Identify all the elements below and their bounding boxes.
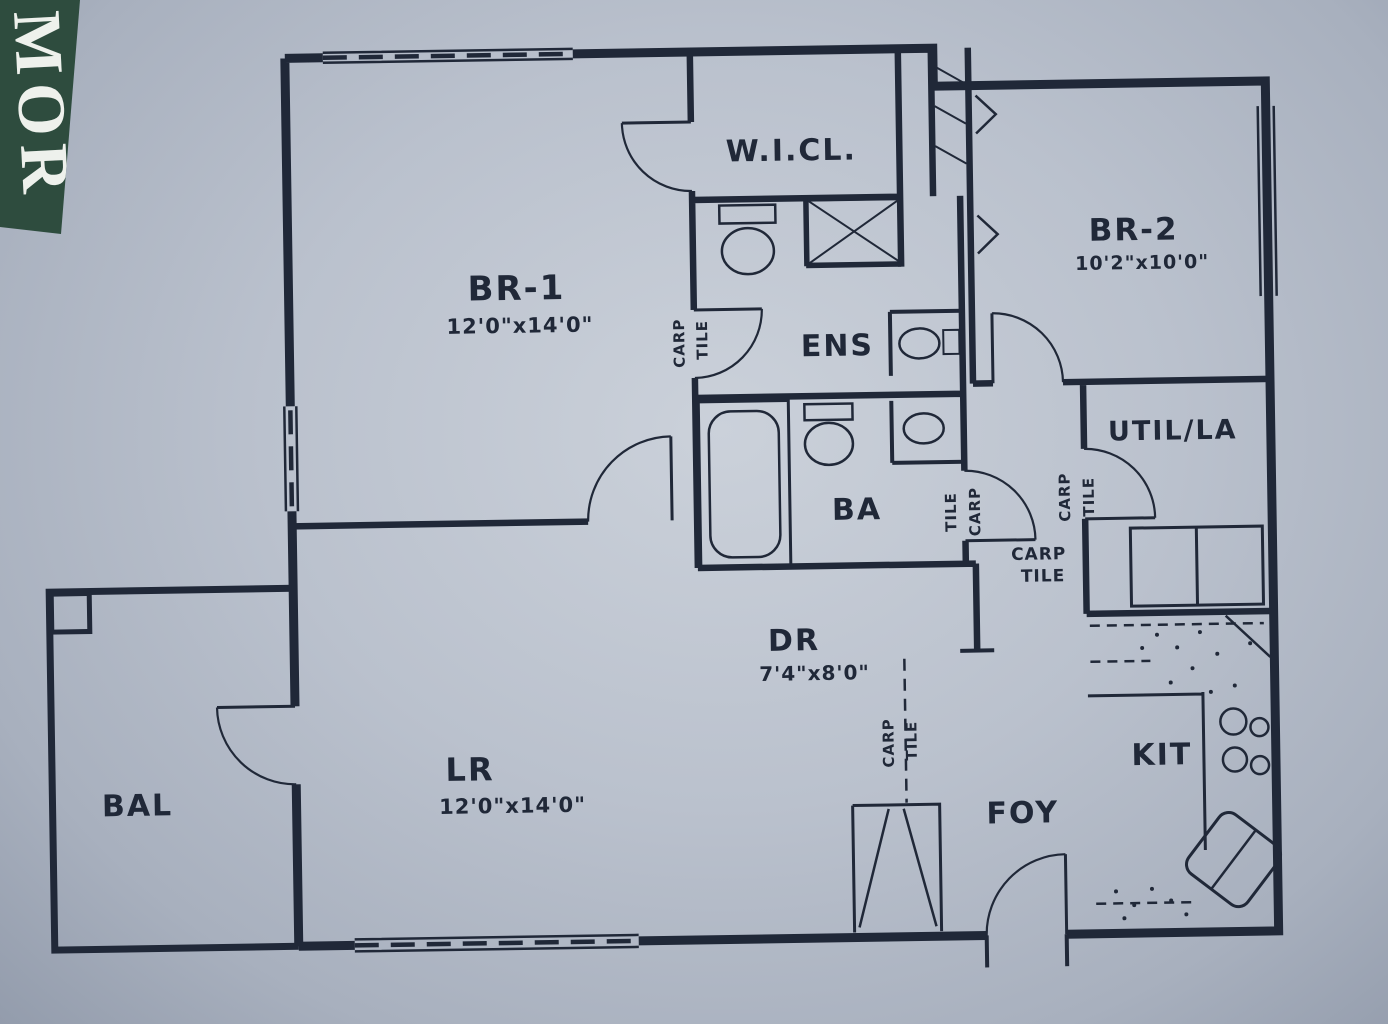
room-label-lr: LR [445, 750, 495, 789]
room-label-br2: BR-2 [1088, 211, 1178, 248]
room-label-dr: DR [768, 623, 821, 659]
interior-walls [292, 47, 1274, 651]
washer-dryer [1128, 524, 1266, 608]
transition-br1-ens-carp: CARP [670, 318, 689, 367]
room-label-bal: BAL [102, 788, 174, 824]
transition-ba-hall-carp: CARP [966, 487, 985, 536]
room-label-wicl: W.I.CL. [726, 132, 858, 169]
foyer-closet [851, 802, 944, 933]
bathtub [696, 398, 793, 570]
window-dashes [47, 51, 1271, 948]
door-arcs [215, 123, 1157, 936]
floor-transition-line [903, 658, 908, 803]
room-label-br1: BR-1 [467, 268, 565, 310]
ensuite-toilet [717, 203, 777, 276]
wall-hatch [933, 65, 968, 165]
transition-dr-foy-carp: CARP [879, 718, 898, 767]
bathroom-toilet [803, 402, 855, 467]
door-leaves [216, 120, 1156, 935]
transition-dr-foy-tile: TILE [902, 721, 921, 761]
transition-hall-util-tile: TILE [1079, 477, 1098, 517]
room-dims-dr: 7'4"x8'0" [759, 660, 870, 686]
partition-walls [803, 198, 1070, 968]
balcony-walls [45, 584, 299, 954]
bathroom-sink [902, 412, 945, 445]
logo-background [0, 0, 80, 234]
room-dims-lr: 12'0"x14'0" [439, 793, 586, 819]
window-frames [283, 47, 1278, 953]
kitchen-counters [1087, 614, 1272, 905]
wall-break-marks [974, 94, 1000, 255]
bifold-doors [858, 808, 938, 928]
transition-hall-carp: CARP [1011, 544, 1066, 565]
transition-hall-tile: TILE [1021, 566, 1066, 587]
logo-text: MOR [0, 9, 85, 203]
plan-group: W.I.CL. BR-1 12'0"x14'0" BR-2 10'2"x10'0… [45, 43, 1284, 968]
shower-stall [805, 197, 903, 266]
cooktop [1219, 707, 1271, 776]
room-dims-br2: 10'2"x10'0" [1075, 251, 1209, 275]
room-label-foy: FOY [986, 795, 1059, 831]
ensuite-sink [898, 327, 961, 360]
outer-walls [280, 43, 1284, 951]
room-label-util: UTIL/LA [1108, 414, 1238, 447]
floor-transition-labels: CARP TILE TILE CARP CARP TILE CARP TILE … [670, 318, 1098, 767]
logo-banner: MOR [0, 0, 85, 234]
balcony-post [48, 590, 93, 635]
transition-hall-util-carp: CARP [1055, 472, 1074, 521]
room-dims-br1: 12'0"x14'0" [446, 313, 593, 339]
transition-br1-ens-tile: TILE [693, 320, 712, 360]
refrigerator [1185, 811, 1283, 909]
room-label-ba: BA [832, 492, 883, 528]
transition-ba-hall-tile: TILE [942, 492, 961, 532]
room-labels: W.I.CL. BR-1 12'0"x14'0" BR-2 10'2"x10'0… [102, 132, 1238, 831]
room-label-kit: KIT [1131, 737, 1192, 773]
room-label-ens: ENS [801, 328, 875, 364]
floor-stipple [1114, 630, 1253, 921]
